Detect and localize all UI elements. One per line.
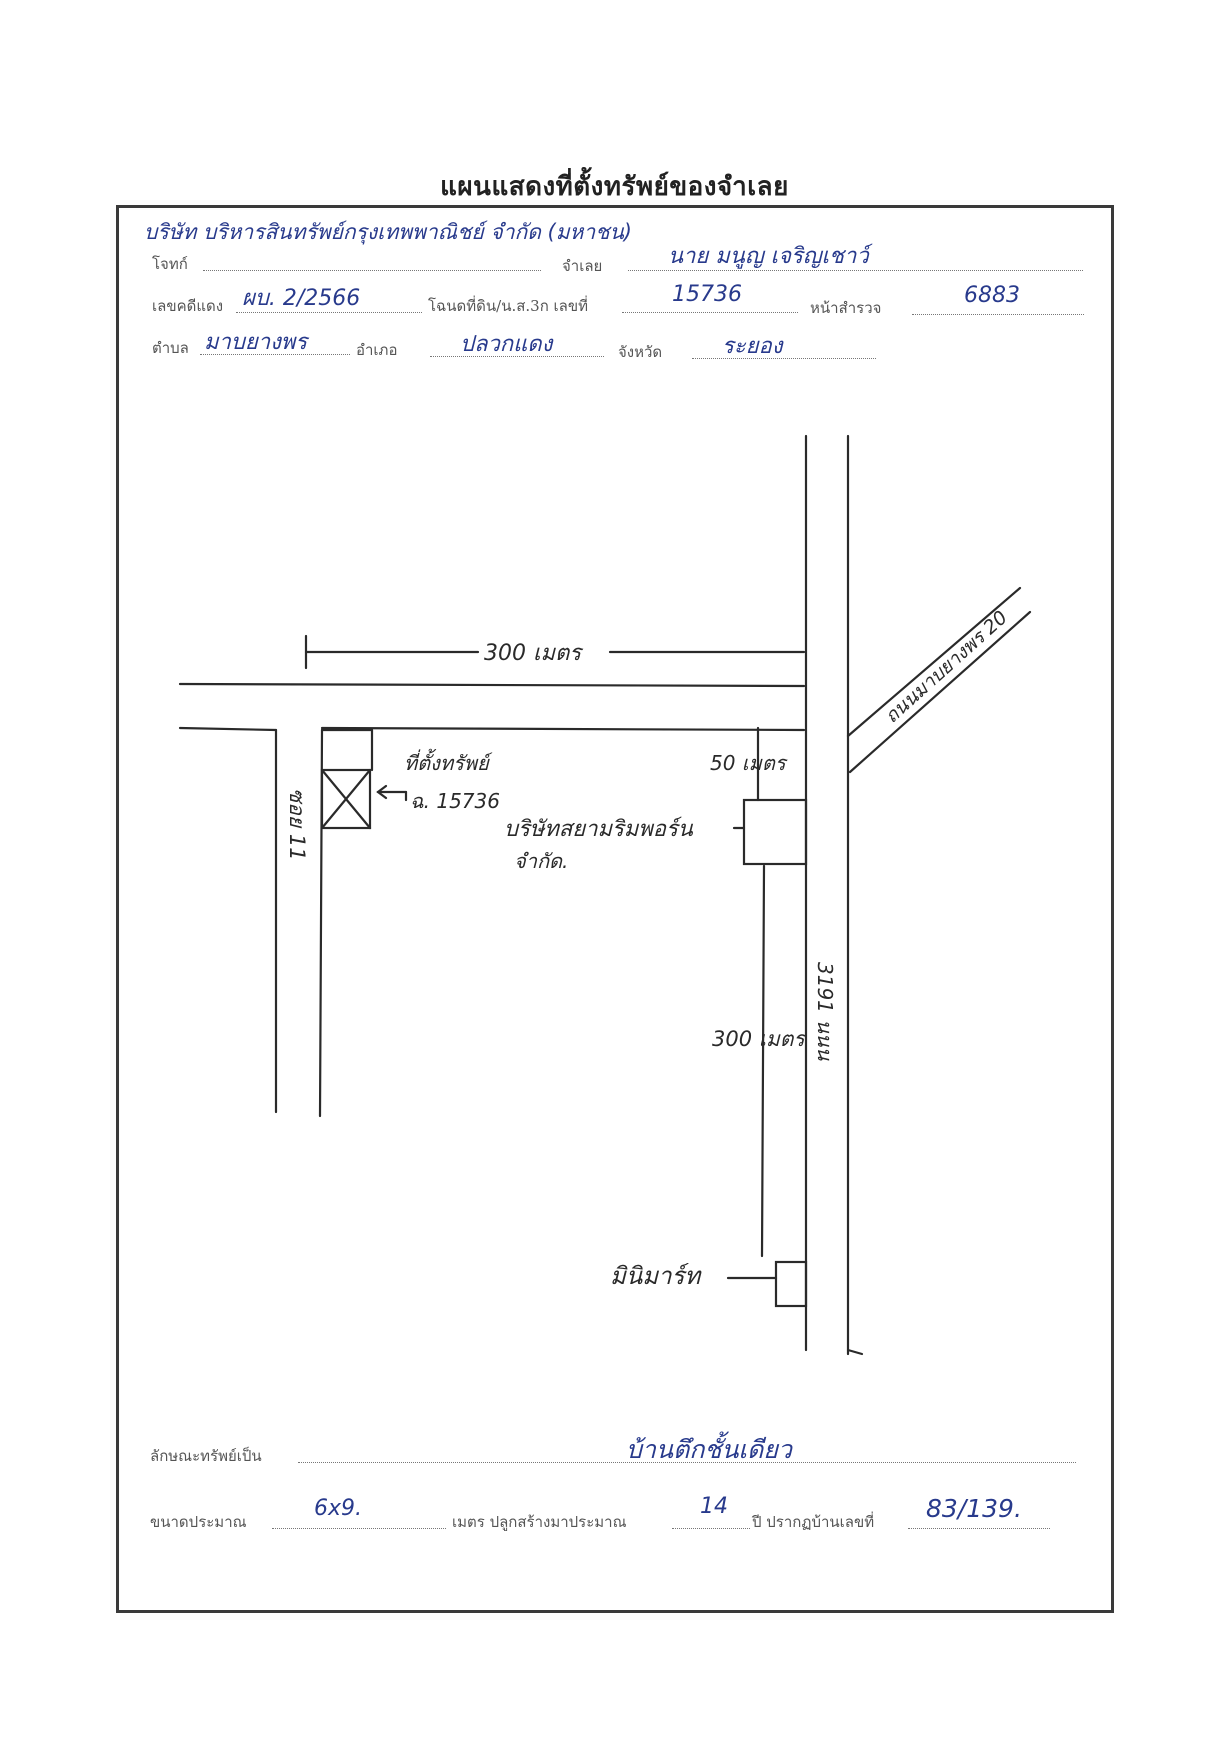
defendant-label: จำเลย [562, 257, 603, 275]
property-location-label: ที่ตั้งทรัพย์ [404, 748, 493, 775]
subdistrict-dotline [200, 354, 350, 355]
size-value: 6x9. [314, 1496, 363, 1521]
deed-dotline [622, 312, 798, 313]
company-building [742, 798, 808, 866]
form-frame [116, 205, 1114, 1613]
road-end-tick [846, 1348, 864, 1356]
page-title: แผนแสดงที่ตั้งทรัพย์ของจำเลย [440, 172, 789, 202]
case-label: เลขคดีแดง [152, 297, 224, 315]
province-value: ระยอง [722, 334, 783, 359]
case-value: ผบ. 2/2566 [242, 286, 361, 311]
built-value: 14 [700, 1494, 728, 1519]
district-label: อำเภอ [356, 341, 398, 359]
plaintiff-dotline [203, 270, 541, 271]
road-mbp20-label: ถนนมาบยางพร 20 [881, 606, 1012, 727]
defendant-value: นาย มนูญ เจริญเชาว์ [668, 244, 869, 269]
case-dotline [236, 312, 422, 313]
house-no-dotline [908, 1528, 1050, 1529]
property-type-value: บ้านตึกชั้นเดียว [626, 1435, 792, 1464]
plaintiff-value: บริษัท บริหารสินทรัพย์กรุงเทพพาณิชย์ จำก… [144, 220, 632, 244]
page-label: หน้าสำรวจ [810, 299, 882, 317]
deed-ref-label: ฉ. 15736 [410, 789, 500, 813]
page-value: 6883 [964, 283, 1020, 308]
deed-label: โฉนดที่ดิน/น.ส.3ก เลขที่ [428, 297, 589, 315]
cross-road-bottom-left [178, 726, 278, 732]
page-dotline [912, 314, 1084, 315]
size-label: ขนาดประมาณ [150, 1513, 247, 1531]
mini-mart-label: มินิมาร์ท [610, 1262, 702, 1290]
diagonal-road-top-edge [846, 586, 1022, 738]
dim-300m-vertical [760, 864, 766, 1258]
soi-11-label: ซอย 11 [285, 788, 309, 861]
province-label: จังหวัด [618, 343, 663, 361]
property-lot [320, 768, 372, 830]
built-dotline [672, 1528, 750, 1529]
dist-300m-label: 300 เมตร [484, 641, 584, 666]
property-cross-b [320, 768, 372, 830]
deed-value: 15736 [672, 282, 742, 307]
company-sub-label: จำกัด. [514, 849, 568, 873]
cross-road-bottom-right [320, 726, 806, 732]
property-type-dotline [298, 1462, 1076, 1463]
subdistrict-value: มาบยางพร [204, 330, 308, 355]
house-no-label: ปี ปรากฏบ้านเลขที่ [752, 1513, 875, 1531]
diagonal-road-bottom-edge [848, 610, 1032, 774]
province-dotline [692, 358, 876, 359]
property-arrow-head [376, 784, 388, 800]
property-type-label: ลักษณะทรัพย์เป็น [150, 1447, 262, 1465]
size-dotline [272, 1528, 446, 1529]
cross-road-top-edge [178, 682, 806, 688]
mini-mart-building [774, 1260, 808, 1308]
district-dotline [430, 356, 604, 357]
company-label: บริษัทสยามริมพอร์น [504, 816, 694, 842]
road-3191-label: 3191 นนน [813, 962, 837, 1062]
plaintiff-label: โจทก์ [152, 255, 188, 273]
built-label: เมตร ปลูกสร้างมาประมาณ [452, 1513, 627, 1531]
defendant-dotline [628, 270, 1083, 271]
district-value: ปลวกแดง [460, 332, 553, 357]
subdistrict-label: ตำบล [152, 339, 189, 357]
dist-300m-vertical-label: 300 เมตร [712, 1027, 807, 1051]
dist-50m-label: 50 เมตร [710, 751, 788, 775]
house-no-value: 83/139. [926, 1494, 1022, 1523]
